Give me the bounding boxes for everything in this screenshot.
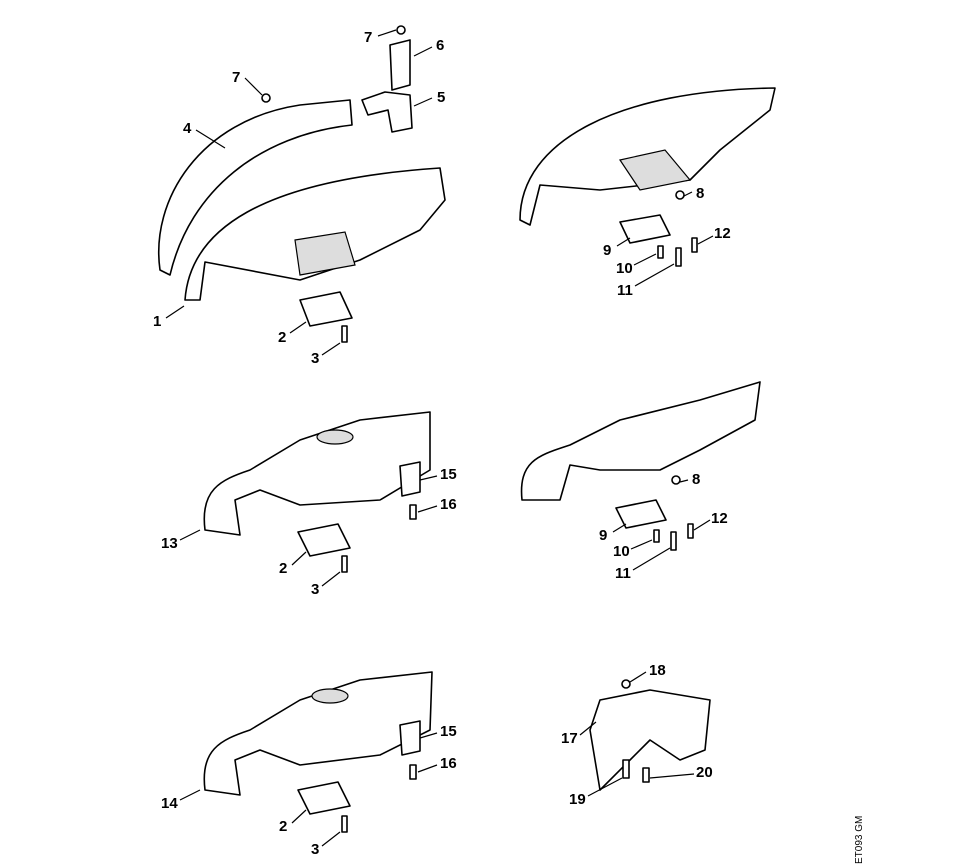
screw-7a — [396, 25, 406, 35]
callout-10: 10 — [613, 543, 630, 560]
callout-10: 10 — [616, 260, 633, 277]
bracket-6 — [389, 39, 411, 91]
callout-2: 2 — [278, 329, 286, 346]
callout-15: 15 — [440, 723, 457, 740]
guard-assembly-2 — [519, 87, 776, 267]
guard-assembly-3 — [203, 411, 431, 573]
callout-18: 18 — [649, 662, 666, 679]
callout-16: 16 — [440, 755, 457, 772]
guard-1 — [184, 167, 446, 301]
callout-3: 3 — [311, 350, 319, 367]
bracket-5 — [361, 91, 413, 133]
callout-14: 14 — [161, 795, 178, 812]
callout-12: 12 — [714, 225, 731, 242]
callout-8: 8 — [696, 185, 704, 202]
guard-assembly-4 — [520, 381, 761, 551]
deflector-strip-4 — [158, 99, 353, 276]
callout-3: 3 — [311, 581, 319, 598]
callout-2: 2 — [279, 818, 287, 835]
callout-6: 6 — [436, 37, 444, 54]
callout-11: 11 — [617, 282, 633, 299]
callout-13: 13 — [161, 535, 178, 552]
callout-1: 1 — [153, 313, 161, 330]
guard-assembly-1 — [158, 25, 446, 343]
screw-3a — [341, 325, 348, 343]
callout-8: 8 — [692, 471, 700, 488]
callout-4: 4 — [183, 120, 192, 137]
callout-16: 16 — [440, 496, 457, 513]
diagram-code: ET093 GM — [854, 816, 865, 864]
callout-2: 2 — [279, 560, 287, 577]
callout-9: 9 — [603, 242, 611, 259]
mount-block — [294, 231, 356, 276]
callout-3: 3 — [311, 841, 319, 858]
callout-19: 19 — [569, 791, 586, 808]
callout-17: 17 — [561, 730, 578, 747]
callout-7: 7 — [232, 69, 240, 86]
callout-20: 20 — [696, 764, 713, 781]
leader-lines — [165, 29, 714, 847]
callout-9: 9 — [599, 527, 607, 544]
callout-12: 12 — [711, 510, 728, 527]
screw-7b — [261, 93, 271, 103]
callout-labels: 7 6 7 5 4 1 2 3 8 9 12 10 11 15 16 13 2 … — [153, 29, 731, 858]
callout-5: 5 — [437, 89, 445, 106]
callout-15: 15 — [440, 466, 457, 483]
plate-2a — [299, 291, 353, 327]
guard-assembly-5 — [203, 671, 711, 833]
callout-11: 11 — [615, 565, 631, 582]
callout-7: 7 — [364, 29, 372, 46]
